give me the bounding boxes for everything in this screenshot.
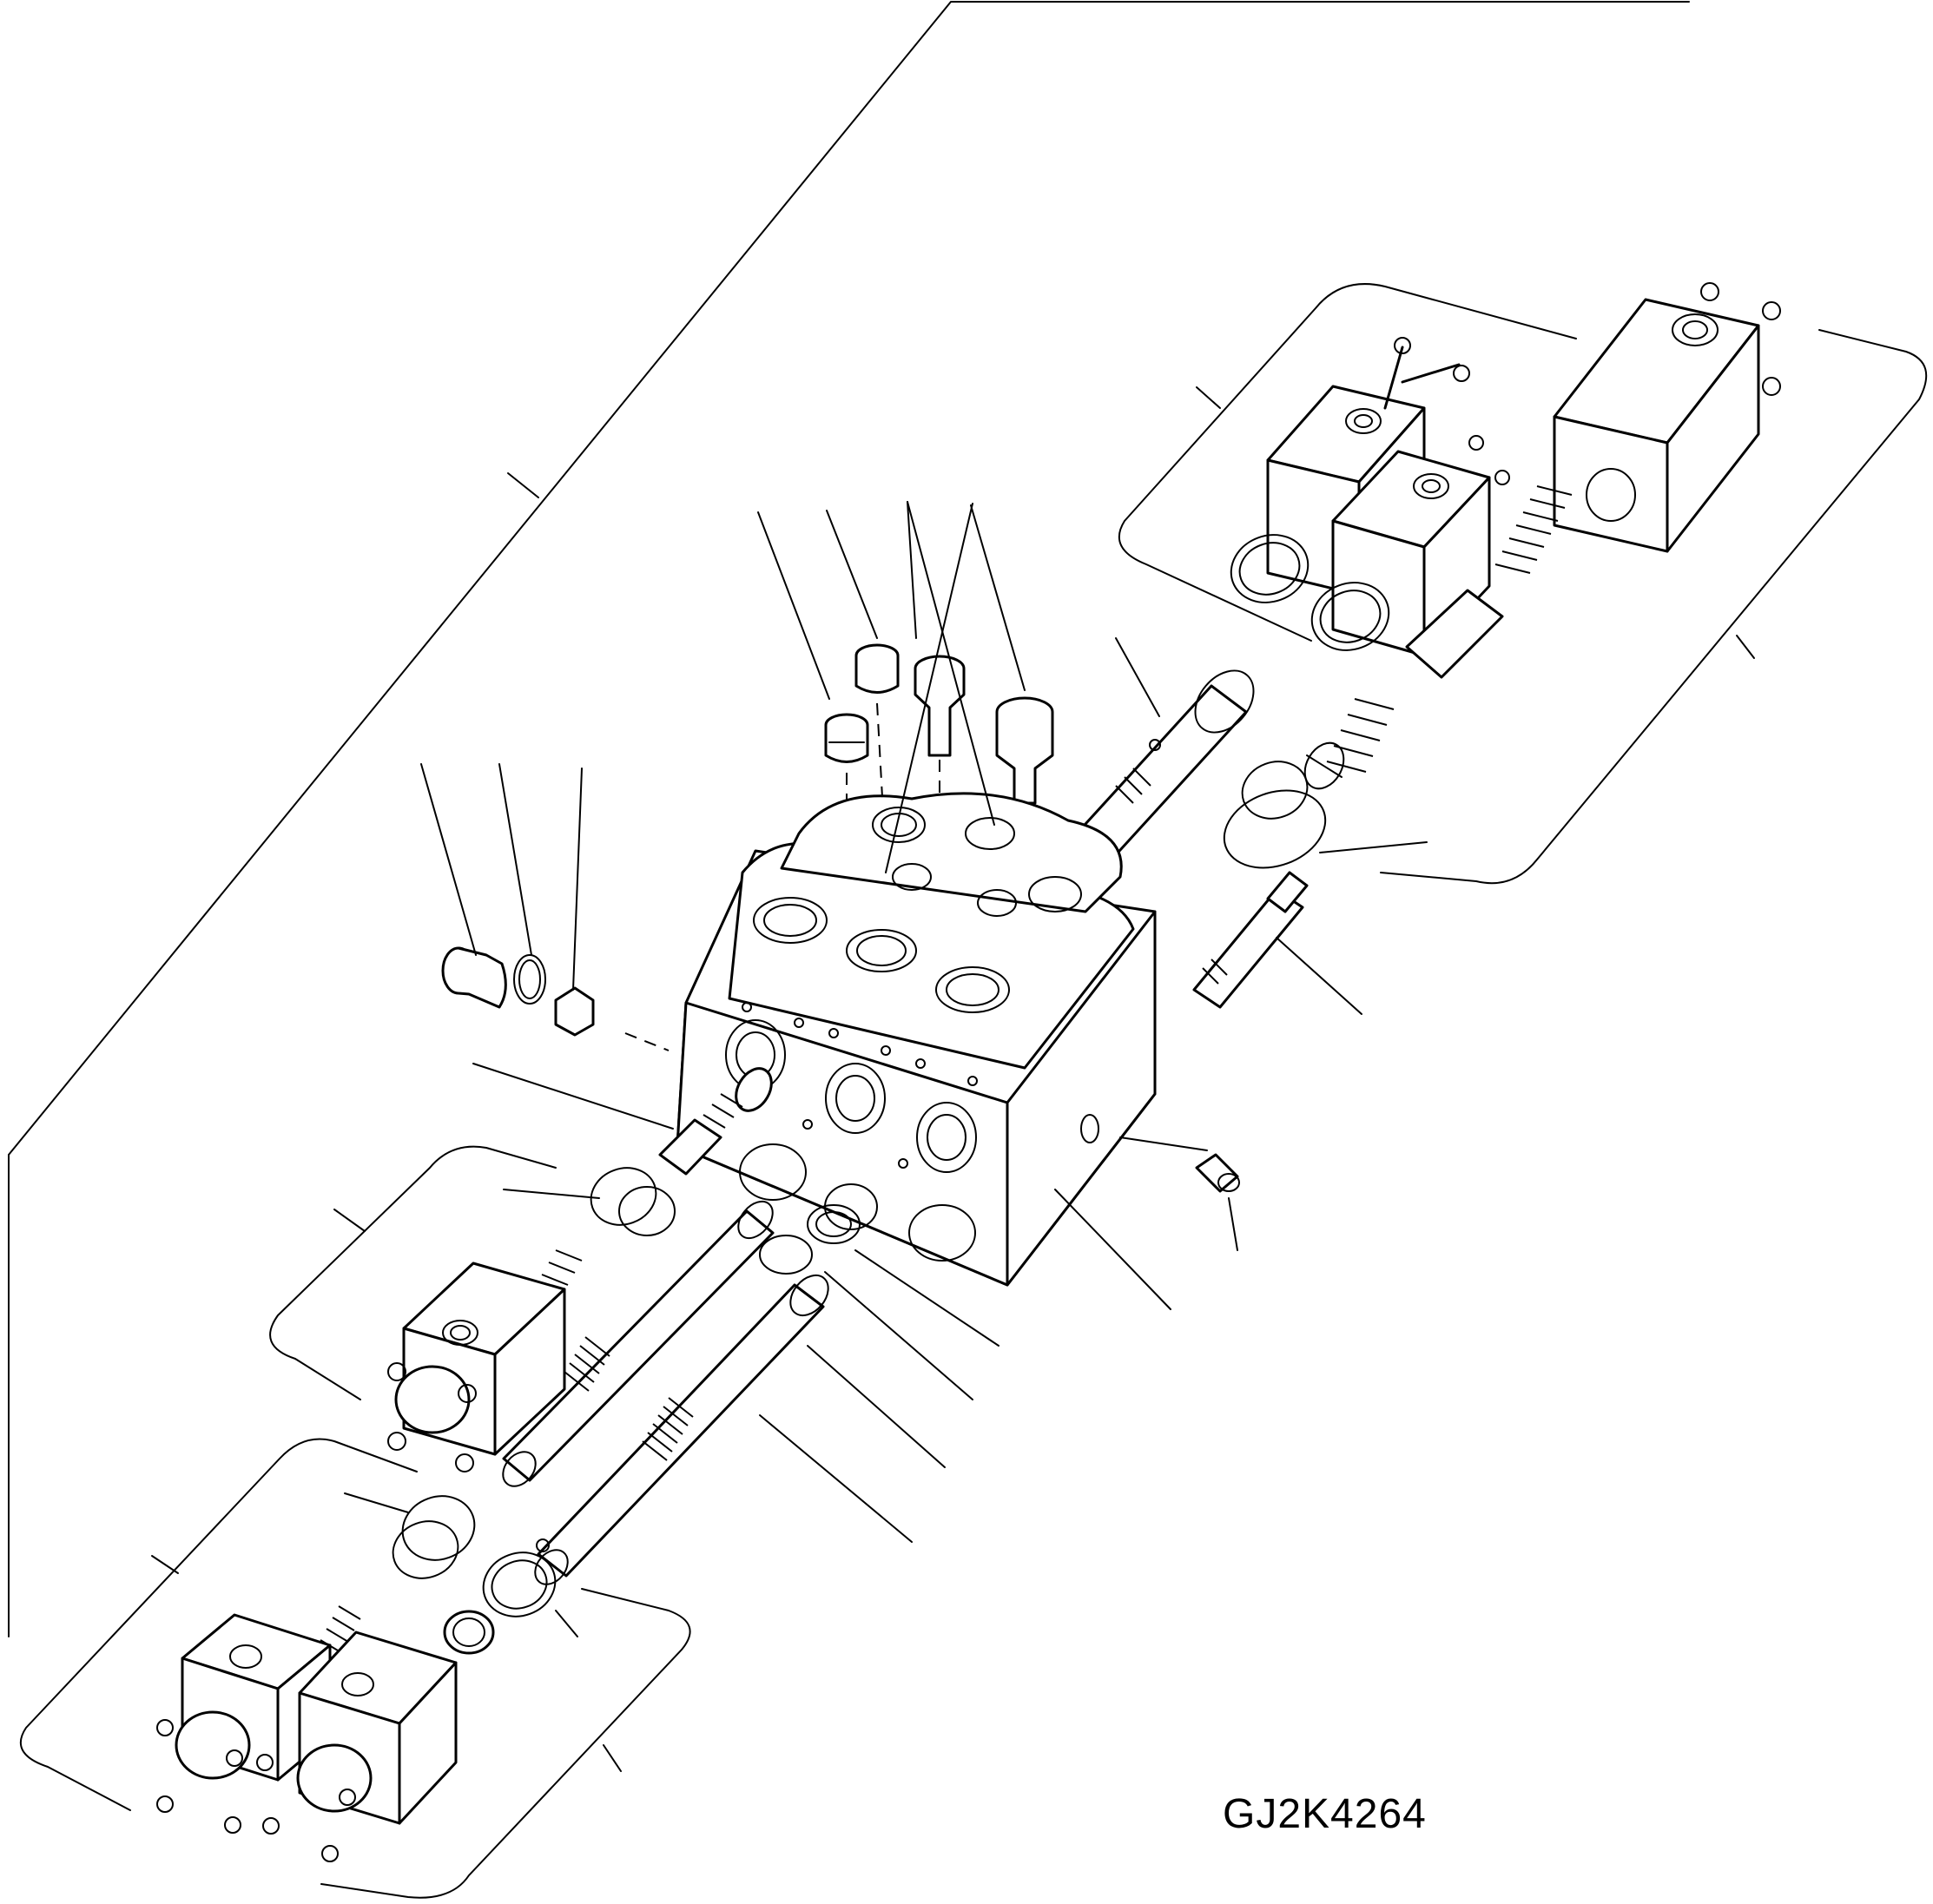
upper-solenoid-block-middle bbox=[1331, 435, 1510, 657]
spool-seal-pair bbox=[759, 1204, 861, 1275]
right-subassembly-bracket bbox=[1380, 329, 1928, 885]
relief-plug-fitting bbox=[995, 696, 1054, 805]
leader-lines bbox=[344, 501, 1428, 1637]
right-spool-assembly bbox=[1223, 485, 1573, 869]
mid-left-spool-assembly bbox=[534, 1067, 773, 1298]
center-spool-a bbox=[502, 1200, 775, 1487]
main-group-bracket bbox=[8, 1, 1690, 1637]
check-valve-fitting bbox=[914, 655, 966, 833]
bottom-solenoid-block-right bbox=[256, 1631, 458, 1862]
bottom-seal-set bbox=[320, 1495, 557, 1655]
seal-ring-upper-b bbox=[1310, 582, 1390, 651]
upper-solenoid-block-right bbox=[1553, 282, 1781, 553]
pressure-sensor-fitting bbox=[1192, 871, 1309, 1009]
plug-fitting-a bbox=[824, 713, 869, 763]
plug-fitting-b bbox=[854, 643, 900, 694]
center-spool-b bbox=[534, 1274, 829, 1585]
drawing-code-label: GJ2K4264 bbox=[1223, 1791, 1427, 1837]
upper-right-subassembly-bracket bbox=[1118, 283, 1577, 642]
seal-ring-upper-a bbox=[1230, 534, 1310, 603]
mid-left-subassembly-bracket bbox=[269, 1145, 557, 1400]
mid-left-solenoid-block bbox=[387, 1262, 566, 1472]
side-plug bbox=[1195, 1153, 1240, 1193]
bottom-left-subassembly-bracket bbox=[19, 1438, 691, 1899]
main-valve-housing bbox=[676, 792, 1157, 1287]
left-plug-seal-set bbox=[441, 946, 670, 1051]
